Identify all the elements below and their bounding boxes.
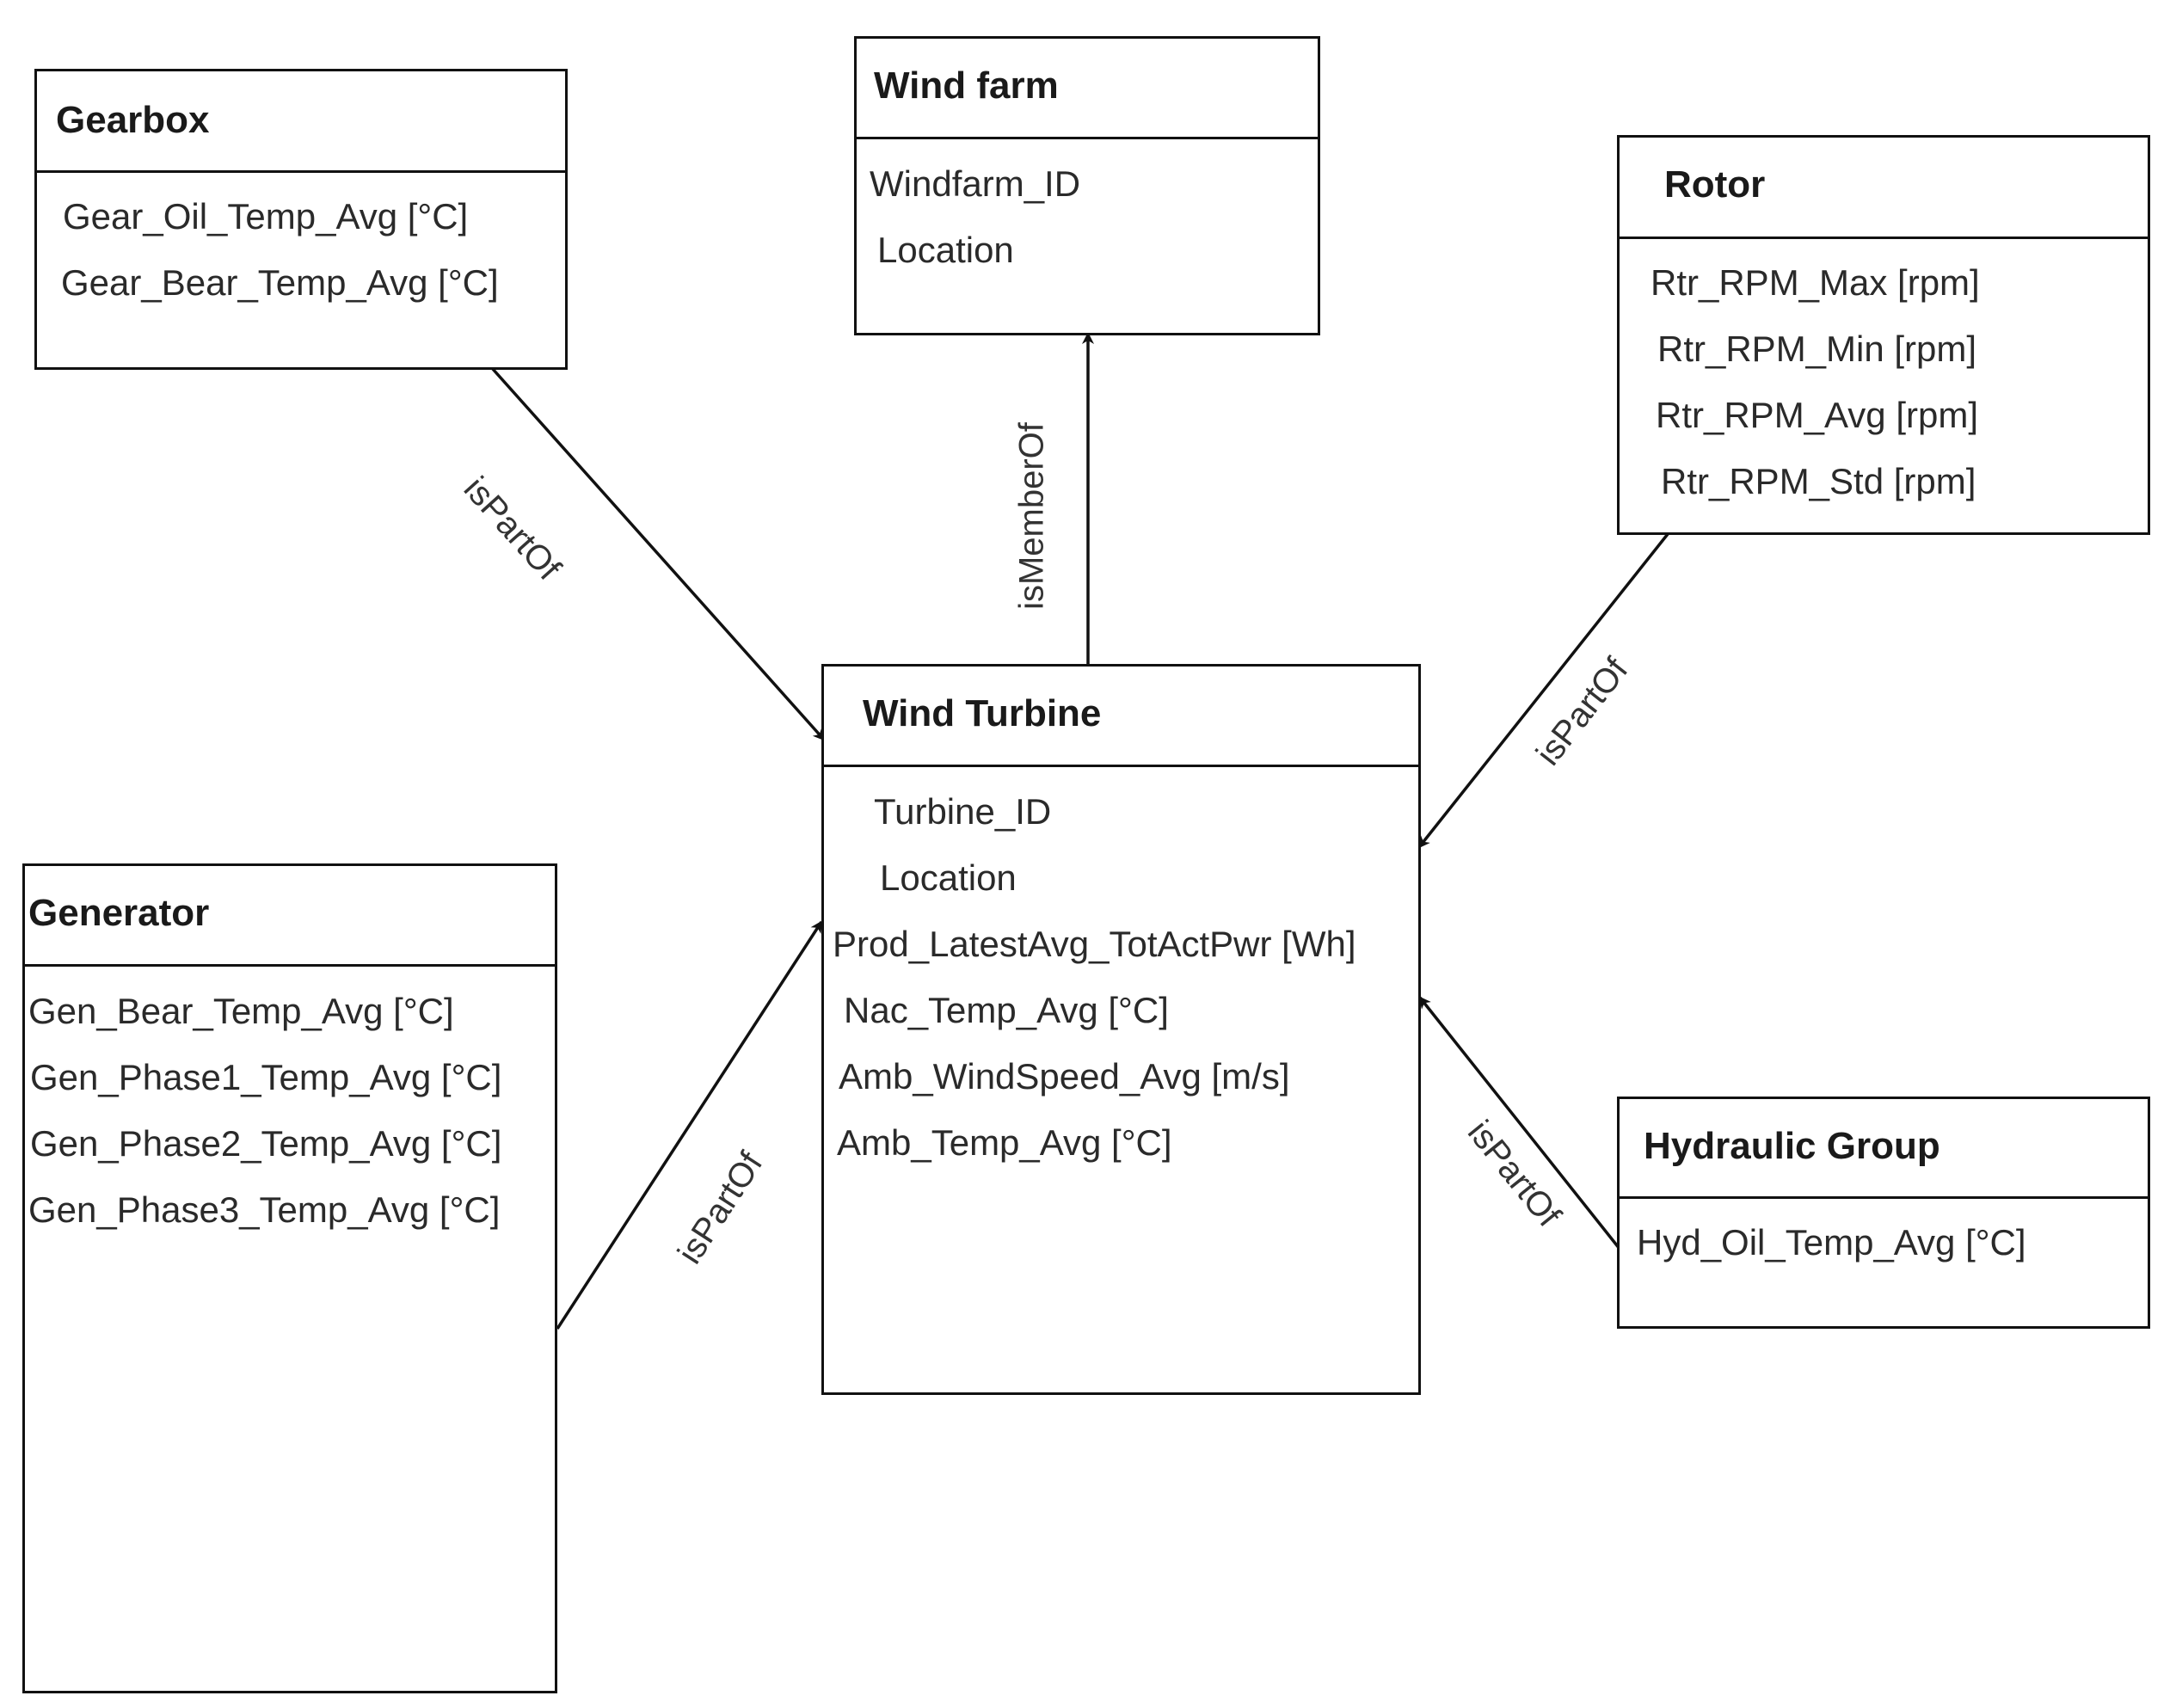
attribute: Nac_Temp_Avg [°C] <box>844 990 1169 1030</box>
attribute: Gen_Bear_Temp_Avg [°C] <box>28 991 454 1031</box>
entity-title: Gearbox <box>56 99 210 141</box>
attribute: Prod_LatestAvg_TotActPwr [Wh] <box>833 924 1356 964</box>
arrow-hydraulic-to-turbine <box>1418 996 1621 1250</box>
entity-windfarm: Wind farm Windfarm_ID Location <box>854 36 1320 335</box>
attribute: Rtr_RPM_Max [rpm] <box>1651 262 1980 303</box>
entity-hydraulic-group: Hydraulic Group Hyd_Oil_Temp_Avg [°C] <box>1617 1097 2150 1329</box>
entity-title: Hydraulic Group <box>1644 1125 1940 1167</box>
entity-title: Wind Turbine <box>863 692 1102 734</box>
attribute: Location <box>877 230 1014 270</box>
arrow-gearbox-to-turbine <box>490 366 826 741</box>
entity-title: Rotor <box>1664 163 1766 206</box>
entity-title: Generator <box>28 892 210 934</box>
attribute: Gear_Bear_Temp_Avg [°C] <box>61 262 499 303</box>
attribute: Amb_Temp_Avg [°C] <box>837 1122 1172 1163</box>
attribute: Gen_Phase1_Temp_Avg [°C] <box>30 1057 502 1097</box>
attribute: Rtr_RPM_Min [rpm] <box>1657 329 1977 369</box>
entity-gearbox: Gearbox Gear_Oil_Temp_Avg [°C] Gear_Bear… <box>34 69 568 370</box>
arrow-rotor-to-turbine <box>1417 532 1669 849</box>
attribute: Hyd_Oil_Temp_Avg [°C] <box>1637 1222 2026 1263</box>
entity-generator: Generator Gen_Bear_Temp_Avg [°C] Gen_Pha… <box>22 863 557 1693</box>
relation-label-turbine-windfarm: isMemberOf <box>1012 422 1051 610</box>
attribute: Amb_WindSpeed_Avg [m/s] <box>839 1056 1290 1097</box>
attribute: Gen_Phase2_Temp_Avg [°C] <box>30 1123 502 1164</box>
entity-wind-turbine: Wind Turbine Turbine_ID Location Prod_La… <box>821 664 1421 1395</box>
attribute: Turbine_ID <box>874 791 1052 832</box>
attribute: Windfarm_ID <box>870 163 1081 204</box>
attribute: Rtr_RPM_Avg [rpm] <box>1656 395 1978 435</box>
attribute: Location <box>880 857 1017 898</box>
entity-title: Wind farm <box>874 65 1059 107</box>
attribute: Gen_Phase3_Temp_Avg [°C] <box>28 1189 501 1230</box>
attribute: Gear_Oil_Temp_Avg [°C] <box>63 196 469 237</box>
arrow-generator-to-turbine <box>556 920 823 1330</box>
entity-rotor: Rotor Rtr_RPM_Max [rpm] Rtr_RPM_Min [rpm… <box>1617 135 2150 535</box>
attribute: Rtr_RPM_Std [rpm] <box>1661 461 1976 501</box>
